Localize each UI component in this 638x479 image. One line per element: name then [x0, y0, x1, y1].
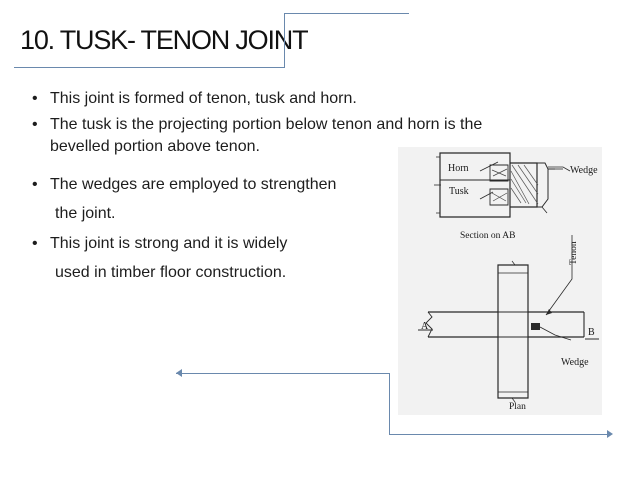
wedge-top-label: Wedge: [570, 165, 598, 176]
tusk-tenon-joint-diagram: Horn Tusk Wedge Section on AB Tenon: [398, 147, 602, 415]
bullet-text: This joint is formed of tenon, tusk and …: [50, 90, 357, 107]
joint-diagram-svg: Horn Tusk Wedge Section on AB Tenon: [418, 152, 599, 412]
plan-label: Plan: [509, 402, 526, 412]
bullet-text-continued: bevelled portion above tenon.: [50, 138, 260, 155]
connector-line-top: [176, 373, 390, 374]
connector-line-vertical: [389, 373, 390, 434]
bullet-text-continued: the joint.: [55, 205, 116, 222]
horn-label: Horn: [448, 163, 469, 174]
title-frame-side-line: [284, 13, 285, 67]
label-b: B: [588, 327, 595, 338]
bullet-text-continued: used in timber floor construction.: [55, 264, 287, 281]
tusk-label: Tusk: [449, 186, 469, 197]
title-frame-bottom-line: [14, 67, 285, 68]
label-a: A: [421, 321, 429, 332]
bullet-text: This joint is strong and it is widely: [50, 235, 288, 252]
section-caption: Section on AB: [460, 231, 515, 241]
plan-view: [425, 260, 585, 403]
left-arrow-icon: [176, 369, 182, 377]
bullet-text: The tusk is the projecting portion below…: [50, 116, 483, 133]
right-arrow-icon: [607, 430, 613, 438]
section-view: [434, 152, 571, 218]
connector-line-bottom: [389, 434, 608, 435]
bullet-marker: •: [32, 176, 38, 193]
tenon-label: Tenon: [569, 241, 579, 265]
wedge-bottom-label: Wedge: [561, 357, 589, 368]
bullet-marker: •: [32, 90, 38, 107]
bullet-marker: •: [32, 235, 38, 252]
bullet-marker: •: [32, 116, 38, 133]
slide-title: 10. TUSK- TENON JOINT: [20, 25, 309, 55]
bullet-text: The wedges are employed to strengthen: [50, 176, 337, 193]
title-frame-top-line: [284, 13, 409, 14]
